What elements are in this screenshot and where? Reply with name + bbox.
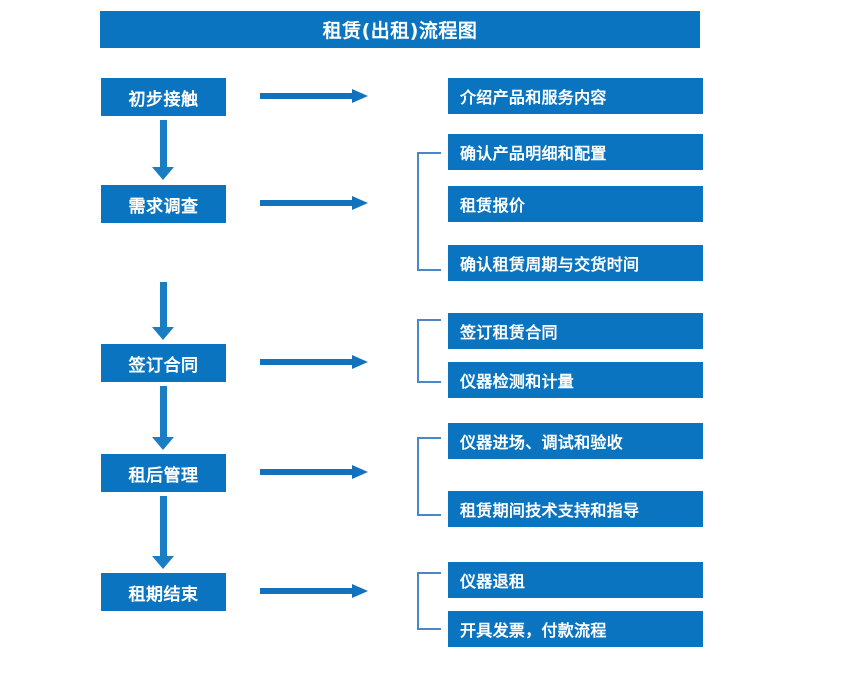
arrow-stem xyxy=(160,120,167,167)
detail-box-technical-support[interactable]: 租赁期间技术支持和指导 xyxy=(448,491,703,527)
down-arrow-icon-stage3-to-stage4 xyxy=(152,386,174,450)
stage-label: 租后管理 xyxy=(128,465,199,486)
detail-label: 确认产品明细和配置 xyxy=(460,144,607,163)
stage-label: 租期结束 xyxy=(128,584,199,605)
group-bracket-lease-end xyxy=(417,572,441,630)
detail-label: 介绍产品和服务内容 xyxy=(460,88,607,107)
arrow-head xyxy=(152,556,174,569)
stage-label: 初步接触 xyxy=(128,89,199,110)
detail-box-rental-quote[interactable]: 租赁报价 xyxy=(448,186,703,222)
detail-label: 签订租赁合同 xyxy=(460,323,558,342)
group-bracket-sign-contract xyxy=(417,319,441,383)
detail-box-confirm-product-spec[interactable]: 确认产品明细和配置 xyxy=(448,134,703,170)
arrow-stem xyxy=(160,386,167,437)
arrow-head xyxy=(352,89,368,103)
diagram-title: 租赁(出租)流程图 xyxy=(322,20,478,42)
detail-label: 开具发票，付款流程 xyxy=(460,621,607,640)
down-arrow-icon-stage4-to-stage5 xyxy=(152,496,174,569)
arrow-head xyxy=(152,167,174,180)
stage-box-needs-survey[interactable]: 需求调查 xyxy=(101,185,226,223)
detail-label: 租赁报价 xyxy=(460,196,526,215)
detail-box-instrument-testing[interactable]: 仪器检测和计量 xyxy=(448,362,703,398)
group-bracket-needs-survey xyxy=(417,152,441,271)
detail-label: 确认租赁周期与交货时间 xyxy=(460,255,640,274)
right-arrow-icon-stage1 xyxy=(260,88,368,104)
stage-box-lease-end[interactable]: 租期结束 xyxy=(101,573,226,611)
arrow-head xyxy=(352,196,368,210)
stage-box-initial-contact[interactable]: 初步接触 xyxy=(101,78,226,116)
diagram-title-bar: 租赁(出租)流程图 xyxy=(100,11,700,48)
arrow-stem xyxy=(260,469,352,475)
detail-box-sign-rental-contract[interactable]: 签订租赁合同 xyxy=(448,313,703,349)
detail-box-introduce-products[interactable]: 介绍产品和服务内容 xyxy=(448,78,703,114)
arrow-stem xyxy=(160,282,167,327)
arrow-stem xyxy=(260,359,352,365)
stage-label: 签订合同 xyxy=(128,355,199,376)
detail-label: 租赁期间技术支持和指导 xyxy=(460,501,640,520)
detail-label: 仪器检测和计量 xyxy=(460,372,575,391)
arrow-head xyxy=(352,465,368,479)
right-arrow-icon-stage3 xyxy=(260,354,368,370)
detail-box-instrument-return[interactable]: 仪器退租 xyxy=(448,562,703,598)
right-arrow-icon-stage4 xyxy=(260,464,368,480)
detail-box-instrument-entry-commissioning[interactable]: 仪器进场、调试和验收 xyxy=(448,423,703,459)
stage-label: 需求调查 xyxy=(128,196,199,217)
stage-box-sign-contract[interactable]: 签订合同 xyxy=(101,344,226,382)
right-arrow-icon-stage2 xyxy=(260,195,368,211)
down-arrow-icon-stage1-to-stage2 xyxy=(152,120,174,180)
group-bracket-post-rental xyxy=(417,437,441,516)
detail-label: 仪器退租 xyxy=(460,572,526,591)
arrow-stem xyxy=(160,496,167,556)
detail-box-invoice-payment[interactable]: 开具发票，付款流程 xyxy=(448,611,703,647)
detail-label: 仪器进场、调试和验收 xyxy=(460,433,624,452)
arrow-head xyxy=(352,355,368,369)
arrow-stem xyxy=(260,93,352,99)
arrow-stem xyxy=(260,588,352,594)
down-arrow-icon-stage2-to-stage3 xyxy=(152,282,174,340)
detail-box-confirm-period-delivery[interactable]: 确认租赁周期与交货时间 xyxy=(448,245,703,281)
right-arrow-icon-stage5 xyxy=(260,583,368,599)
arrow-head xyxy=(152,327,174,340)
arrow-head xyxy=(352,584,368,598)
stage-box-post-rental-management[interactable]: 租后管理 xyxy=(101,454,226,492)
arrow-stem xyxy=(260,200,352,206)
arrow-head xyxy=(152,437,174,450)
